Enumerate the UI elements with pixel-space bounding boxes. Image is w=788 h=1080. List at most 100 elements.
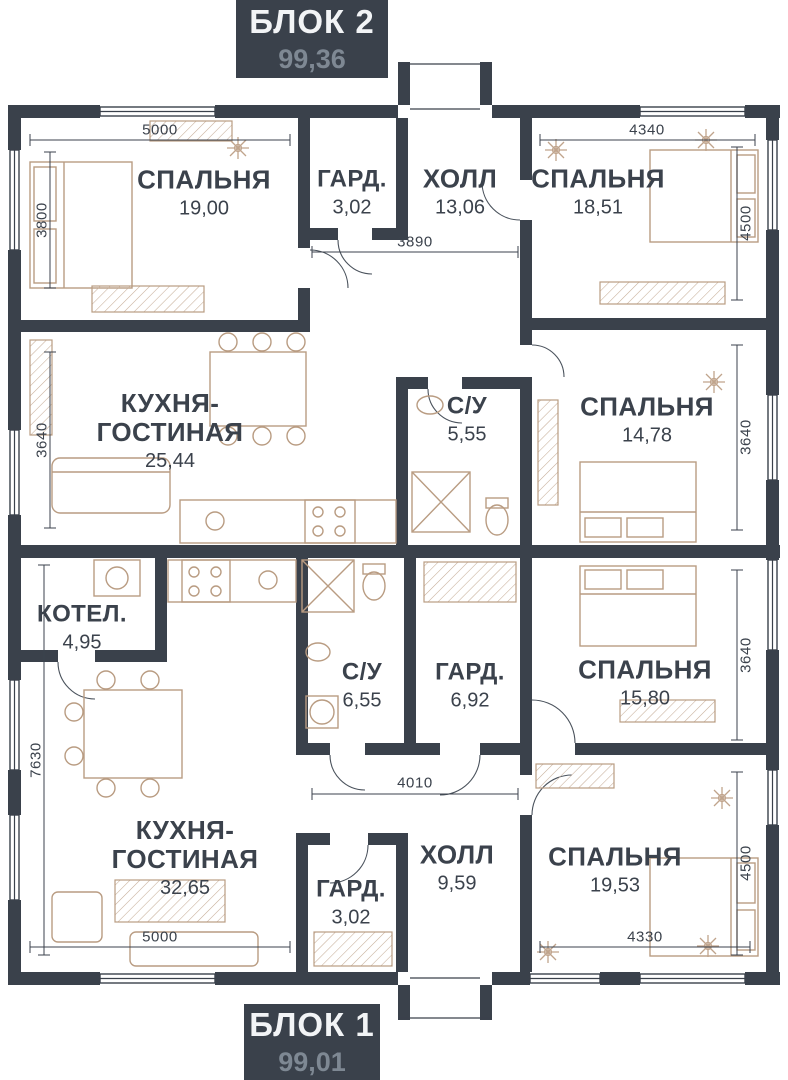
boiler-icon — [93, 559, 141, 597]
room-label-b2-bedroom3: СПАЛЬНЯ 14,78 — [580, 391, 714, 448]
wardrobe-icon — [423, 561, 517, 603]
washer-icon — [305, 695, 339, 729]
dimension-b2-kitchen-depth: 3640 — [33, 422, 51, 458]
room-name: ГАРД. — [435, 658, 505, 686]
dining-table-icon — [64, 670, 183, 798]
room-label-b2-bathroom: С/У 5,55 — [447, 392, 487, 447]
room-area: 15,80 — [619, 687, 671, 710]
toilet-icon — [485, 497, 509, 536]
block2-badge: БЛОК 2 99,36 — [236, 0, 388, 78]
room-name: КУХНЯ- — [120, 388, 220, 418]
room-area: 3,02 — [331, 906, 371, 929]
room-name: ГОСТИНАЯ — [111, 844, 259, 874]
room-area: 4,95 — [62, 631, 102, 654]
dimension-lines — [29, 134, 756, 956]
room-area: 6,92 — [450, 689, 490, 712]
room-area: 6,55 — [342, 689, 382, 712]
room-name: КОТЕЛ. — [37, 600, 127, 628]
block1-badge: БЛОК 1 99,01 — [244, 1004, 380, 1080]
room-area: 9,59 — [437, 872, 477, 895]
kitchen-counter-icon — [167, 559, 297, 603]
dimension-b1-bedroom2-depth: 4500 — [737, 845, 755, 881]
dimension-b1-kitchen-width: 5000 — [142, 928, 178, 946]
room-label-b1-bedroom2: СПАЛЬНЯ 19,53 — [548, 841, 682, 898]
windows — [9, 63, 778, 1019]
dimension-b2-bedroom3-depth: 3640 — [737, 419, 755, 455]
toilet-icon — [362, 563, 386, 601]
radiator-icon — [537, 399, 559, 506]
shower-icon — [411, 471, 471, 533]
room-name: СПАЛЬНЯ — [580, 391, 714, 422]
room-area: 5,55 — [447, 423, 487, 446]
sofa-icon — [51, 457, 171, 514]
dimension-b1-kitchen-depth: 7630 — [27, 742, 45, 778]
radiator-icon — [535, 763, 615, 789]
wardrobe-icon — [313, 931, 393, 967]
room-label-b2-bedroom2: СПАЛЬНЯ 18,51 — [531, 163, 665, 220]
room-name: СПАЛЬНЯ — [548, 841, 682, 872]
room-name: СПАЛЬНЯ — [137, 164, 271, 195]
room-area: 3,02 — [332, 196, 372, 219]
rug — [114, 879, 226, 923]
room-name: С/У — [341, 658, 383, 686]
room-name: СПАЛЬНЯ — [531, 163, 665, 194]
room-area: 14,78 — [621, 424, 673, 447]
room-label-b2-hall: ХОЛЛ 13,06 — [422, 163, 498, 220]
room-name: ГОСТИНАЯ — [96, 417, 244, 447]
room-name: КУХНЯ- — [135, 815, 235, 845]
room-name: ГАРД. — [317, 165, 387, 193]
dimension-b2-bedroom2-depth: 4500 — [737, 205, 755, 241]
room-label-b1-bedroom1: СПАЛЬНЯ 15,80 — [578, 654, 712, 711]
dimension-b1-bedroom2-width: 4330 — [627, 928, 663, 946]
sink-icon — [305, 642, 331, 662]
room-name: СПАЛЬНЯ — [578, 654, 712, 685]
dimension-b2-bedroom1-width: 5000 — [142, 121, 178, 139]
bed-icon — [29, 161, 133, 289]
block1-area: 99,01 — [278, 1047, 346, 1077]
dimension-b2-bedroom2-width: 4340 — [629, 121, 665, 139]
rug — [599, 281, 726, 305]
kitchen-counter-icon — [179, 499, 397, 544]
plant-icon — [710, 786, 734, 810]
walls — [8, 62, 780, 1020]
room-label-b1-hall: ХОЛЛ 9,59 — [420, 840, 494, 896]
armchair-icon — [51, 891, 103, 943]
furniture — [29, 120, 759, 967]
room-label-b1-wardrobe2: ГАРД. 3,02 — [316, 875, 386, 930]
bed-icon — [649, 149, 759, 243]
room-area: 19,53 — [589, 874, 641, 897]
room-label-b1-wardrobe1: ГАРД. 6,92 — [435, 658, 505, 713]
room-name: С/У — [446, 392, 488, 420]
room-label-b2-wardrobe: ГАРД. 3,02 — [317, 165, 387, 220]
dimension-b2-hall-width: 3890 — [397, 233, 433, 251]
rug — [91, 285, 205, 313]
plant-icon — [696, 934, 720, 958]
room-name: ГАРД. — [316, 875, 386, 903]
shower-icon — [301, 559, 355, 613]
room-label-b1-boiler: КОТЕЛ. 4,95 — [37, 600, 127, 655]
bed-icon — [579, 461, 697, 543]
rug — [619, 699, 716, 723]
bed-icon — [579, 565, 697, 647]
dimension-b1-bedroom1-depth: 3640 — [737, 637, 755, 673]
room-label-b1-kitchen-living: КУХНЯ- ГОСТИНАЯ 32,65 — [112, 816, 259, 900]
room-name: ХОЛЛ — [422, 163, 498, 194]
room-area: 19,00 — [178, 197, 230, 220]
dimension-b1-hall-width: 4010 — [397, 774, 433, 792]
block2-area: 99,36 — [278, 44, 346, 74]
plant-icon — [544, 138, 568, 162]
wardrobe-icon — [149, 120, 233, 142]
block1-label: БЛОК 1 — [249, 1006, 375, 1043]
sideboard-icon — [29, 339, 53, 436]
dimension-b2-bedroom1-depth: 3800 — [33, 202, 51, 238]
plant-icon — [702, 370, 726, 394]
room-label-b2-kitchen-living: КУХНЯ- ГОСТИНАЯ 25,44 — [97, 389, 244, 473]
room-area: 13,06 — [434, 196, 486, 219]
room-label-b1-bathroom: С/У 6,55 — [342, 658, 382, 713]
room-area: 18,51 — [572, 196, 624, 219]
room-label-b2-bedroom1: СПАЛЬНЯ 19,00 — [137, 164, 271, 221]
sofa-icon — [129, 931, 259, 967]
sink-icon — [416, 395, 444, 415]
